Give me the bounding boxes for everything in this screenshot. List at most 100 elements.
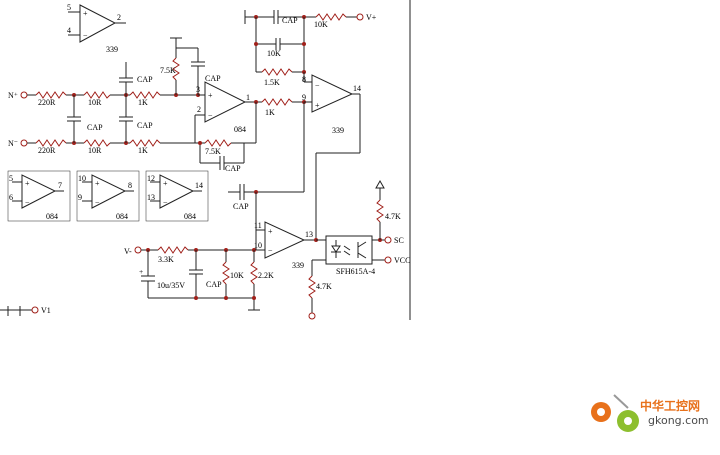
res-1-5k: 1.5K: [264, 78, 280, 87]
minus-sign: −: [268, 246, 273, 255]
top-right-network: CAP 10K V+ 10K 1.5K: [244, 10, 377, 87]
pin-label: 9: [78, 193, 82, 202]
cap-label: CAP: [87, 123, 103, 132]
label-nplus: N⁺: [8, 91, 18, 100]
res-1k: 1K: [138, 146, 148, 155]
pin-label: 10: [78, 174, 86, 183]
res-1k: 1K: [138, 98, 148, 107]
minus-sign: −: [208, 111, 213, 120]
opamp-339-bottom: + − 11 10 13 339: [254, 221, 326, 270]
cap-label: CAP: [137, 75, 153, 84]
minus-sign: −: [95, 198, 100, 207]
part-label: 084: [184, 212, 196, 221]
v1-line: V1: [0, 306, 51, 316]
pin-label: 9: [302, 93, 306, 102]
res-7-5k: 7.5K: [160, 66, 176, 75]
part-label: SFH615A-4: [336, 267, 375, 276]
minus-sign: −: [315, 81, 320, 90]
minus-sign: −: [163, 198, 168, 207]
part-label: 084: [46, 212, 58, 221]
res-10r: 10R: [88, 146, 102, 155]
plus-sign: +: [268, 227, 273, 236]
cap-label: CAP: [137, 121, 153, 130]
res-220r: 220R: [38, 98, 56, 107]
label-nminus: N⁻: [8, 139, 18, 148]
pin-label: 11: [254, 221, 262, 230]
part-label: 339: [106, 45, 118, 54]
res-10k: 10K: [267, 49, 281, 58]
pin-label: 14: [195, 181, 203, 190]
pin-label: 4: [67, 26, 71, 35]
pin-label: 1: [246, 93, 250, 102]
minus-sign: −: [83, 31, 88, 40]
pin-label: 7: [58, 181, 62, 190]
gkong-watermark: 中华工控网 gkong.com: [591, 394, 709, 432]
filter-caps: CAP CAP CAP: [67, 62, 153, 143]
pin-label: 5: [9, 174, 13, 183]
pin-label: 2: [197, 105, 201, 114]
pin-label: 12: [147, 174, 155, 183]
pin-label: 10: [254, 241, 262, 250]
res-1k-to-339: 1K: [261, 98, 306, 117]
opamp-339-topleft: + − 5 4 2 339: [67, 3, 126, 54]
part-label: 339: [332, 126, 344, 135]
coupling-cap-network: CAP: [228, 102, 305, 231]
res-4-7k: 4.7K: [316, 282, 332, 291]
res-3-3k: 3.3K: [158, 255, 174, 264]
res-10r: 10R: [88, 98, 102, 107]
opamp084-feedback: 7.5K CAP: [198, 102, 257, 173]
label-sc: SC: [394, 236, 404, 245]
plus-sign: +: [163, 179, 168, 188]
vminus-network: V- 3.3K + 10u/35V CAP 10K 2.2K: [124, 230, 274, 311]
pin-label: 3: [196, 85, 200, 94]
label-vcc: VCC: [394, 256, 410, 265]
part-label: 084: [234, 125, 246, 134]
pin-label: 8: [128, 181, 132, 190]
label-v1: V1: [41, 306, 51, 315]
plus-sign: +: [25, 179, 30, 188]
res-7-5k: 7.5K: [205, 147, 221, 156]
res-10k: 10K: [314, 20, 328, 29]
minus-sign: −: [25, 198, 30, 207]
plus-sign: +: [315, 101, 320, 110]
plus-sign: +: [83, 9, 88, 18]
optocoupler-sfh615a: SFH615A-4 SC VCC 4.7K 4.7K: [308, 179, 410, 320]
opamp-084-b: + − 10 9 8 084: [76, 170, 140, 222]
cap-label: CAP: [205, 74, 221, 83]
watermark-title: 中华工控网: [640, 398, 700, 413]
res-2-2k: 2.2K: [258, 271, 274, 280]
cap-label: CAP: [233, 202, 249, 211]
pin-label: 6: [9, 193, 13, 202]
plus-sign: +: [139, 267, 143, 276]
pin-label: 14: [353, 84, 361, 93]
input-nminus-network: N⁻ 220R 10R 1K: [8, 139, 200, 155]
cap-label: CAP: [282, 16, 298, 25]
pin-label: 13: [147, 193, 155, 202]
gear-icon: [591, 394, 639, 432]
res-220r: 220R: [38, 146, 56, 155]
res-4-7k: 4.7K: [385, 212, 401, 221]
plus-sign: +: [208, 91, 213, 100]
pin-label: 5: [67, 3, 71, 12]
cap-10u: 10u/35V: [157, 281, 185, 290]
plus-sign: +: [95, 179, 100, 188]
opamp-339-right: − + 8 9 14 339: [302, 74, 361, 240]
part-label: 084: [116, 212, 128, 221]
opamp-084-a: + − 5 6 7 084: [7, 170, 71, 222]
opamp084-input-network: 7.5K CAP 3: [160, 37, 221, 95]
cap-label: CAP: [225, 164, 241, 173]
watermark-url: gkong.com: [648, 414, 709, 427]
opamp-084-main: + − 2 1 084: [194, 81, 262, 144]
pin-label: 13: [305, 230, 313, 239]
res-10k: 10K: [230, 271, 244, 280]
part-label: 339: [292, 261, 304, 270]
label-vminus: V-: [124, 247, 132, 256]
opamp-084-c: + − 12 13 14 084: [145, 170, 209, 222]
input-nplus-network: N⁺ 220R 10R 1K: [8, 91, 200, 107]
pin-label: 2: [117, 13, 121, 22]
res-1k: 1K: [265, 108, 275, 117]
label-vplus: V+: [366, 13, 377, 22]
pin-label: 8: [302, 75, 306, 84]
